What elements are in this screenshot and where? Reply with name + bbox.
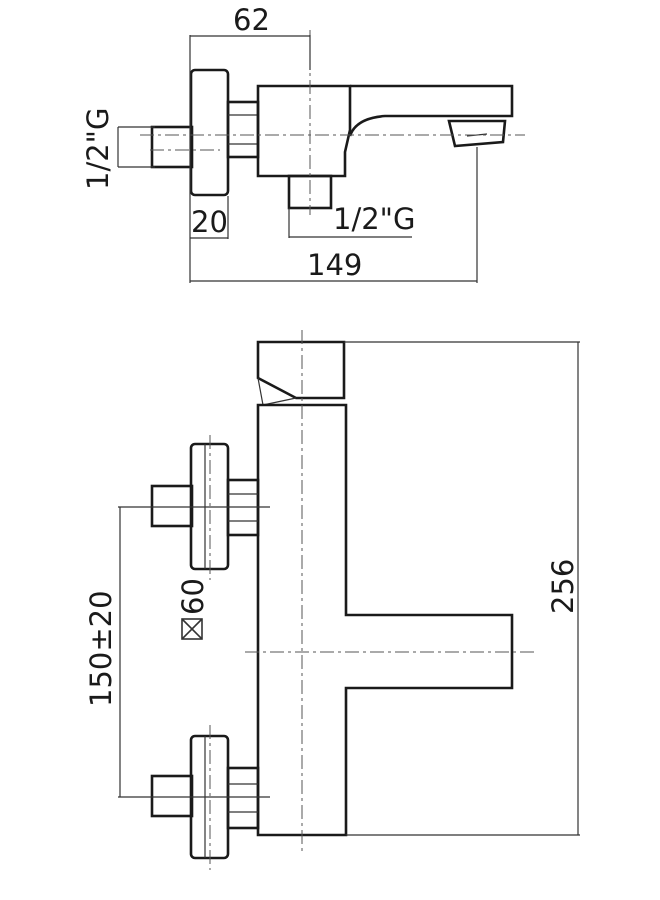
square-size-icon bbox=[181, 618, 203, 640]
mixer-body bbox=[256, 84, 352, 178]
inlet-stub bbox=[150, 125, 194, 169]
top-view: 62 1/2"G 20 1/2"G 149 bbox=[81, 3, 525, 283]
dim-inlet-thread: 1/2"G bbox=[81, 108, 115, 190]
lever-head bbox=[256, 340, 346, 400]
upper-inlet-stub bbox=[150, 484, 194, 528]
dim-overall-149: 149 bbox=[307, 248, 362, 282]
mixer-body-front bbox=[256, 403, 514, 837]
lower-hex-nut bbox=[226, 766, 260, 830]
dim-centers-150: 150±20 bbox=[84, 590, 118, 707]
aerator bbox=[447, 119, 507, 148]
front-view: 256 60 150±20 bbox=[84, 330, 580, 870]
dim-flange-size-60: 60 bbox=[176, 578, 210, 615]
dim-width-62: 62 bbox=[233, 3, 270, 37]
hex-nut bbox=[226, 100, 260, 159]
lower-inlet-stub bbox=[150, 774, 194, 818]
dim-height-256: 256 bbox=[546, 559, 580, 614]
dim-flange-20: 20 bbox=[191, 205, 228, 239]
dim-outlet-thread: 1/2"G bbox=[333, 202, 415, 236]
wall-flange bbox=[189, 68, 230, 197]
spout bbox=[348, 84, 514, 137]
